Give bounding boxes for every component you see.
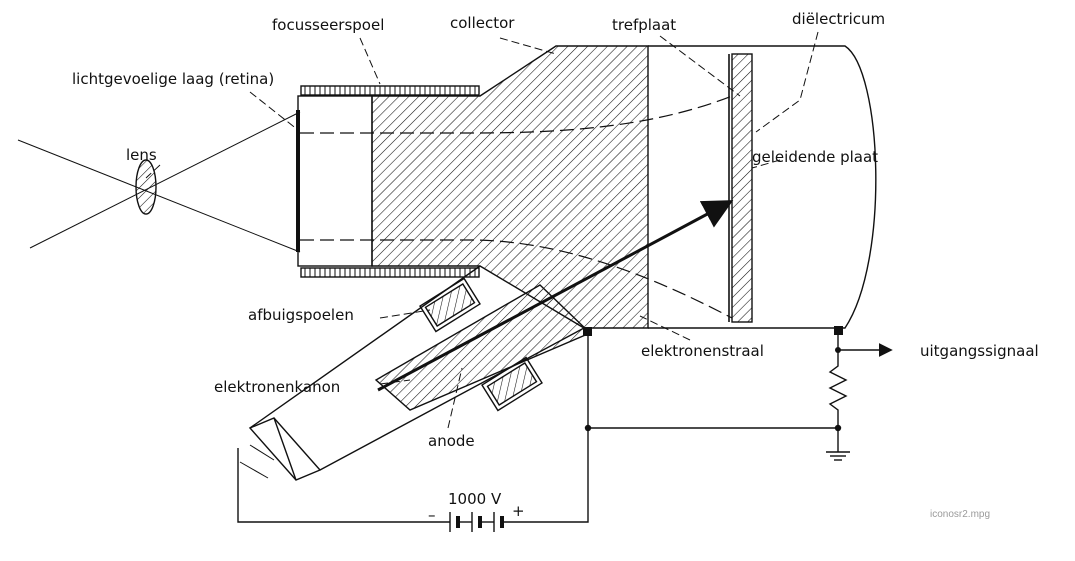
- label-elektronenstraal: elektronenstraal: [641, 342, 764, 360]
- electron-image-paths: [300, 95, 733, 319]
- label-geleidende-plaat: geleidende plaat: [752, 148, 878, 166]
- label-collector: collector: [450, 14, 515, 32]
- deflection-coil-bottom: [481, 356, 543, 412]
- image-section-hatched: [371, 45, 649, 329]
- label-afbuigspoelen: afbuigspoelen: [248, 306, 354, 324]
- label-trefplaat: trefplaat: [612, 16, 676, 34]
- deflection-coil-top: [419, 277, 481, 333]
- focus-coil-top-turns: [304, 86, 476, 95]
- lens-shape: [135, 159, 157, 215]
- label-uitgangssignaal: uitgangssignaal: [920, 342, 1039, 360]
- label-plus: +: [512, 502, 525, 520]
- label-minus: –: [428, 506, 436, 524]
- focus-coil-bottom-turns: [304, 268, 476, 277]
- electron-gun: [239, 265, 592, 481]
- label-lens: lens: [126, 146, 157, 164]
- label-dielectricum: diëlectricum: [792, 10, 885, 28]
- leader-lines: [145, 31, 819, 429]
- watermark: iconosr2.mpg: [930, 509, 990, 520]
- light-rays: [17, 111, 301, 253]
- electron-beam-arrow: [377, 200, 734, 392]
- output-circuit: [583, 326, 893, 520]
- target-plate: [731, 53, 753, 323]
- label-voltage: 1000 V: [448, 490, 502, 508]
- label-anode: anode: [428, 432, 475, 450]
- label-lichtgevoelige-laag: lichtgevoelige laag (retina): [72, 70, 274, 88]
- scanning-section: [648, 45, 877, 329]
- label-elektronenkanon: elektronenkanon: [214, 378, 340, 396]
- battery-circuit: [237, 448, 589, 532]
- label-focusseerspoel: focusseerspoel: [272, 16, 384, 34]
